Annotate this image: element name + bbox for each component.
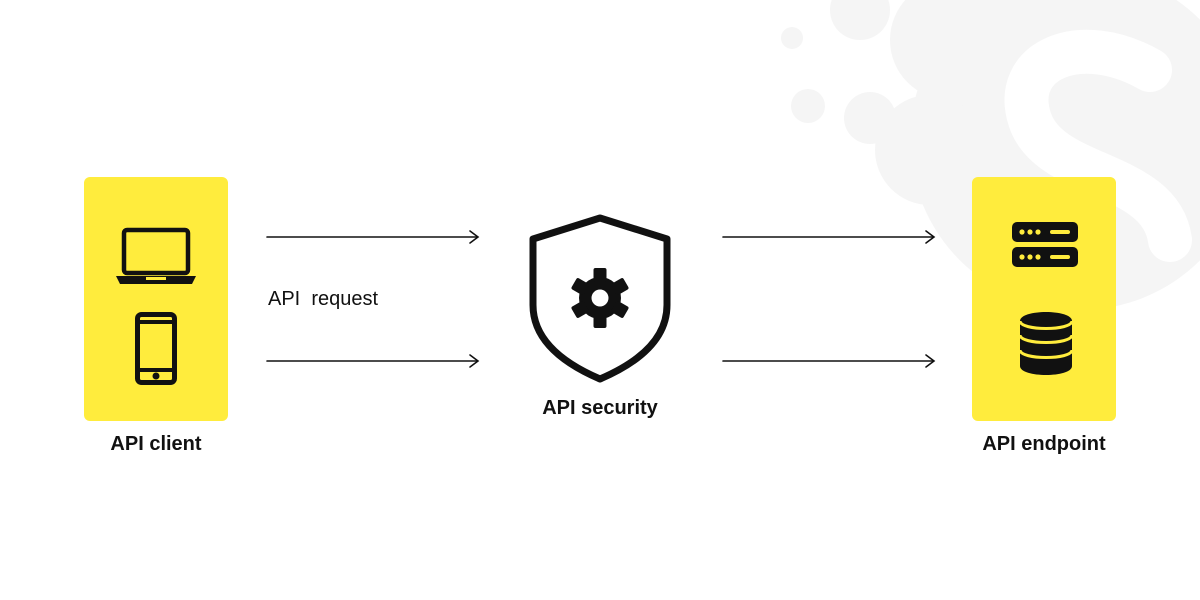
arrow-client-to-security-top (266, 230, 480, 244)
api-security-label: API security (542, 397, 658, 419)
arrow-security-to-endpoint-bottom (722, 354, 936, 368)
api-client-label: API client (110, 433, 202, 455)
laptop-icon (116, 227, 196, 284)
database-icon (1019, 312, 1073, 375)
api-endpoint-label: API endpoint (982, 433, 1106, 455)
arrow-client-to-security-bottom (266, 354, 480, 368)
shield-gear-icon (529, 214, 671, 383)
server-icon (1012, 222, 1078, 267)
arrow-security-to-endpoint-top (722, 230, 936, 244)
api-endpoint-card (972, 177, 1116, 421)
smartphone-icon (135, 312, 177, 385)
api-request-label: API request (268, 288, 379, 310)
